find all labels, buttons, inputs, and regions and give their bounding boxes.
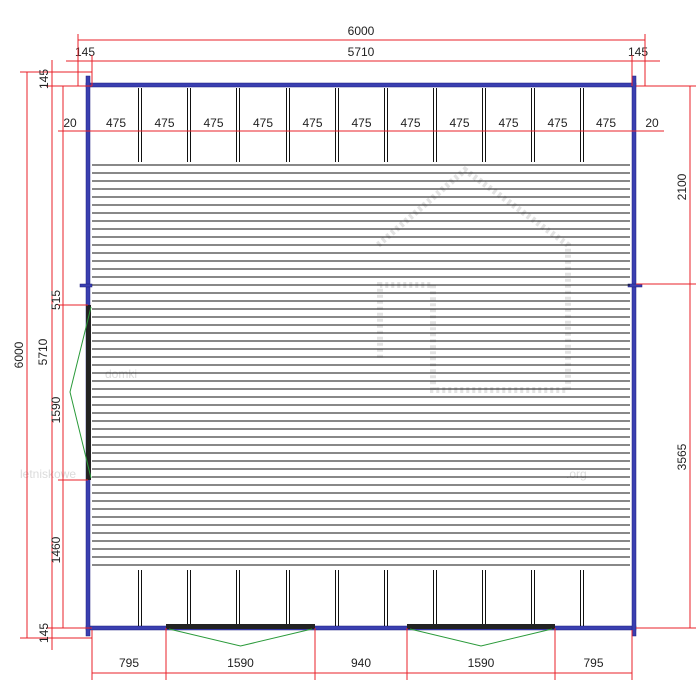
dim-bay-10: 475 [547,116,567,130]
dim-bottom-seg-1: 795 [119,656,139,670]
left-door-swing [69,306,92,479]
dim-bay-9: 475 [498,116,518,130]
bottom-door-swing [168,628,313,647]
bottom-door-2[interactable] [407,624,555,629]
dim-bottom-seg-5: 795 [583,656,603,670]
dim-left-total: 6000 [12,341,26,368]
wall-right [631,75,637,637]
dim-top-total: 6000 [348,24,375,38]
dim-left-inner: 5710 [36,338,50,365]
dim-bay-3: 475 [203,116,223,130]
dim-right-seg-2: 3565 [675,443,689,470]
bottom-door-1[interactable] [166,624,315,629]
dim-bay-1: 475 [106,116,126,130]
dim-bay-5: 475 [302,116,322,130]
dim-left-bottom-offset: 145 [37,623,51,643]
dim-bay-left-gap: 20 [63,116,77,130]
watermark-line1: domki [105,367,137,381]
dim-bay-right-gap: 20 [645,116,659,130]
dim-top-right-offset: 145 [628,45,648,59]
bottom-door-swing [409,628,553,647]
wall-post-left [79,283,93,288]
building-structure [69,75,643,680]
dim-bay-6: 475 [351,116,371,130]
dim-bottom-seg-3: 940 [351,656,371,670]
dim-left-seg-3: 1460 [49,536,63,563]
wall-top [85,82,637,88]
dim-bay-2: 475 [154,116,174,130]
dim-bottom-seg-4: 1590 [468,656,495,670]
left-door[interactable] [86,305,91,480]
dimension-lines: 6000 5710 145 145 20 20 475 475 475 475 475 4… [12,24,696,674]
dim-left-top-offset: 145 [37,69,51,89]
dim-left-seg-2: 1590 [49,396,63,423]
dim-bay-11: 475 [596,116,616,130]
watermark-line2: letniskowe [20,467,76,481]
dim-top-inner: 5710 [348,45,375,59]
dim-bay-7: 475 [400,116,420,130]
dim-bay-8: 475 [449,116,469,130]
dim-bay-4: 475 [253,116,273,130]
dim-bottom-seg-2: 1590 [227,656,254,670]
dim-left-seg-1: 515 [49,290,63,310]
dim-right-seg-1: 2100 [675,173,689,200]
dim-top-left-offset: 145 [75,45,95,59]
